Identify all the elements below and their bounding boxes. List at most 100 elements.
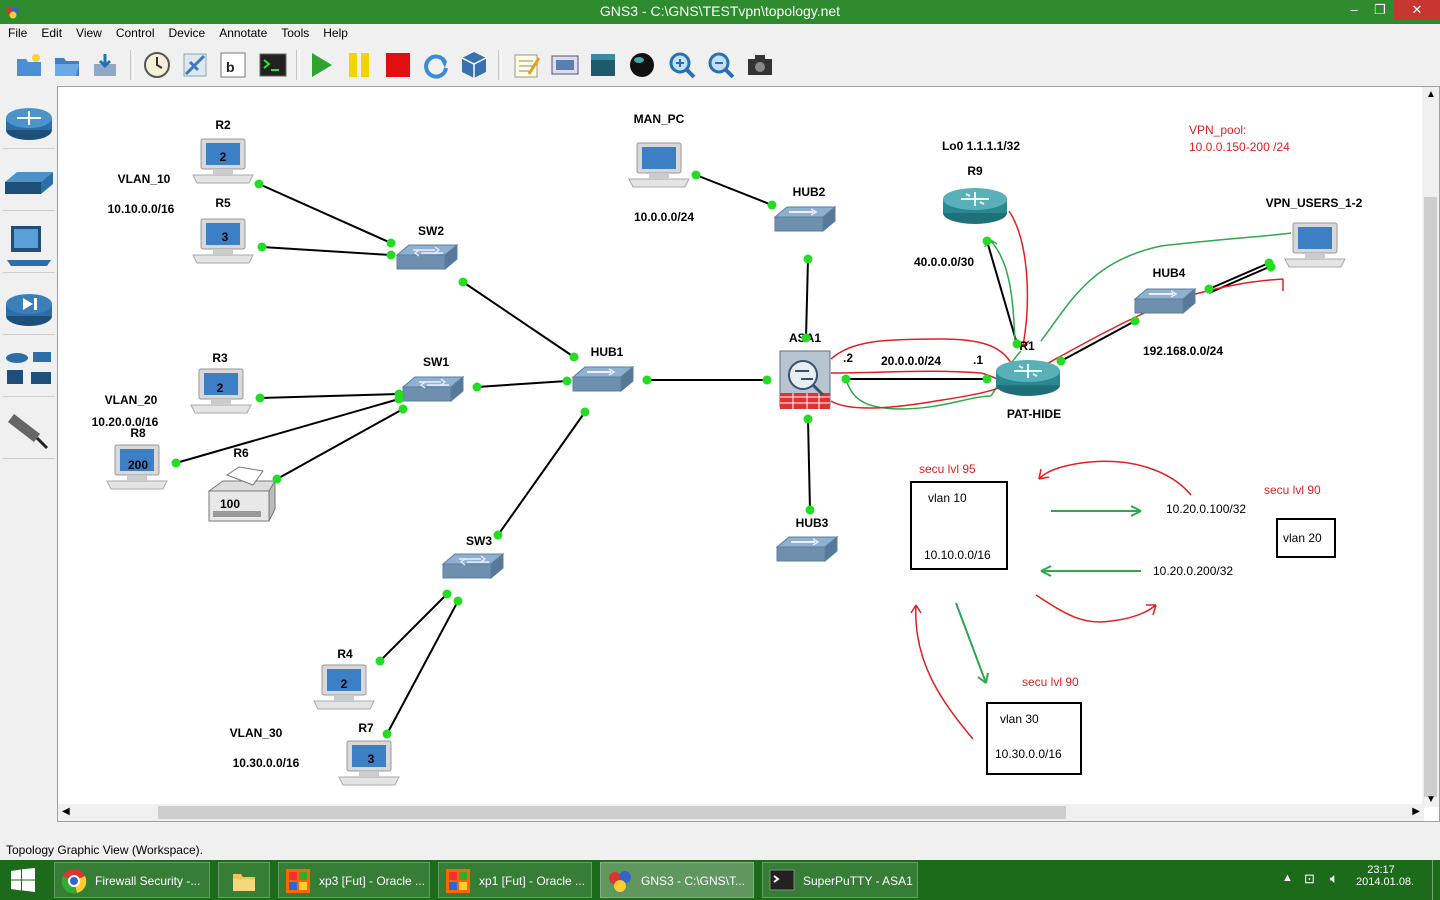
device-r3[interactable]: 2R3: [190, 351, 252, 414]
device-sw1[interactable]: SW1: [402, 355, 464, 402]
device-r2[interactable]: 2R2: [192, 118, 254, 184]
device-r5[interactable]: 3R5: [192, 196, 254, 264]
link-manpc-hub2: [695, 174, 773, 206]
horizontal-scrollbar[interactable]: ◀ ▶: [58, 804, 1424, 821]
green-path-vpn-r1: [1040, 232, 1292, 342]
suspend-all-button[interactable]: [344, 50, 374, 80]
task-gns3[interactable]: GNS3 - C:\GNS\T...: [600, 862, 754, 898]
menu-tools[interactable]: Tools: [281, 26, 310, 40]
scroll-up-icon[interactable]: ▲: [1426, 89, 1436, 100]
menu-edit[interactable]: Edit: [41, 26, 63, 40]
draw-ellipse-button[interactable]: [627, 50, 657, 80]
task-xp3-virtualbox[interactable]: xp3 [Fut] - Oracle ...: [278, 862, 430, 898]
task-firewall-security[interactable]: Firewall Security -...: [54, 862, 210, 898]
console-all-button[interactable]: [258, 50, 288, 80]
link-r1-hub4: [1060, 320, 1136, 362]
draw-rectangle-button[interactable]: [588, 50, 618, 80]
link-sw3-r7: [386, 600, 459, 735]
device-vpn-users[interactable]: VPN_USERS_1-2: [1266, 196, 1363, 268]
dock-routers[interactable]: [3, 96, 55, 149]
new-project-button[interactable]: [14, 50, 44, 80]
box-vlan10: [910, 481, 1008, 570]
device-r6[interactable]: 100 R6: [207, 446, 276, 522]
taskbar: Firewall Security -... xp3 [Fut] - Oracl…: [0, 860, 1440, 900]
scroll-down-icon[interactable]: ▼: [1426, 794, 1436, 805]
stop-all-button[interactable]: [383, 50, 413, 80]
link-endpoint-dot: [472, 382, 482, 392]
device-r7[interactable]: 3R7: [338, 721, 400, 786]
clock[interactable]: 23:17 2014.01.08.: [1356, 864, 1414, 888]
reload-all-button[interactable]: [421, 50, 451, 80]
dock-all-devices[interactable]: [3, 344, 55, 397]
task-label: Firewall Security -...: [95, 874, 201, 888]
vertical-scroll-thumb[interactable]: [1424, 197, 1437, 797]
dock-switches[interactable]: [3, 158, 55, 211]
vpcs-text-button[interactable]: b: [218, 50, 248, 80]
horizontal-scroll-thumb[interactable]: [158, 806, 1066, 819]
menu-annotate[interactable]: Annotate: [219, 26, 268, 40]
device-r1[interactable]: R1: [995, 339, 1061, 397]
menu-file[interactable]: File: [8, 26, 28, 40]
device-r9[interactable]: R9: [942, 164, 1008, 225]
device-man-pc[interactable]: MAN_PC: [628, 112, 690, 188]
label-vlan20: VLAN_20: [105, 393, 158, 407]
dock-add-link[interactable]: [3, 406, 55, 459]
link-r8-sw1: [175, 398, 400, 464]
minimize-button[interactable]: –: [1350, 2, 1358, 17]
menu-view[interactable]: View: [76, 26, 102, 40]
menu-help[interactable]: Help: [323, 26, 348, 40]
link-endpoint-dot: [1204, 284, 1214, 294]
device-r4[interactable]: 2R4: [313, 647, 375, 710]
volume-icon[interactable]: 🔈︎: [1330, 870, 1339, 886]
vertical-scrollbar[interactable]: ▲ ▼: [1422, 87, 1439, 807]
task-file-explorer[interactable]: [218, 862, 270, 898]
virtualbox-button[interactable]: [459, 50, 489, 80]
zoom-in-button[interactable]: [667, 50, 697, 80]
scroll-right-icon[interactable]: ▶: [1412, 806, 1420, 817]
device-sw2[interactable]: SW2: [396, 224, 458, 270]
device-hub4[interactable]: HUB4: [1134, 266, 1196, 314]
link-endpoint-dot: [805, 505, 815, 515]
add-note-button[interactable]: [511, 50, 541, 80]
insert-picture-button[interactable]: [550, 50, 580, 80]
close-button[interactable]: ✕: [1394, 0, 1440, 20]
network-icon[interactable]: ⊡: [1304, 871, 1315, 886]
start-button[interactable]: [10, 868, 36, 892]
note-vpn-pool-title: VPN_pool:: [1189, 123, 1246, 137]
start-all-button[interactable]: [306, 50, 336, 80]
task-xp1-virtualbox[interactable]: xp1 [Fut] - Oracle ...: [438, 862, 592, 898]
snapshot-button[interactable]: [142, 50, 172, 80]
device-hub1[interactable]: HUB1: [572, 345, 634, 392]
device-hub2[interactable]: HUB2: [774, 185, 836, 232]
device-label: HUB2: [793, 185, 826, 199]
dock-end-devices[interactable]: [3, 220, 55, 273]
device-asa1[interactable]: ASA1: [779, 331, 831, 409]
zoom-out-button[interactable]: [706, 50, 736, 80]
save-project-button[interactable]: [90, 50, 120, 80]
device-label: HUB3: [796, 516, 829, 530]
device-hub3[interactable]: HUB3: [776, 516, 838, 562]
link-endpoint-dot: [762, 375, 772, 385]
screenshot-button[interactable]: [745, 50, 775, 80]
task-superputty[interactable]: SuperPuTTY - ASA1: [762, 862, 918, 898]
device-sw3[interactable]: SW3: [442, 534, 504, 579]
design-mode-button[interactable]: [180, 50, 210, 80]
label-hub4-net: 192.168.0.0/24: [1143, 344, 1223, 358]
device-badge: 2: [341, 677, 348, 691]
tray-expand-icon[interactable]: ▲: [1282, 872, 1293, 884]
dock-security-devices[interactable]: [3, 282, 55, 335]
maximize-button[interactable]: ❐: [1374, 2, 1386, 17]
cable-icon: [7, 414, 49, 450]
scroll-left-icon[interactable]: ◀: [62, 806, 70, 817]
menu-control[interactable]: Control: [115, 26, 155, 40]
link-endpoint-dot: [386, 238, 396, 248]
green-arrow-left: [1040, 565, 1141, 577]
show-desktop-button[interactable]: [1432, 860, 1440, 900]
menu-device[interactable]: Device: [168, 26, 206, 40]
menu-bar: File Edit View Control Device Annotate Tools He…: [0, 24, 1440, 44]
red-curve-up: [910, 604, 974, 740]
open-project-button[interactable]: [52, 50, 82, 80]
